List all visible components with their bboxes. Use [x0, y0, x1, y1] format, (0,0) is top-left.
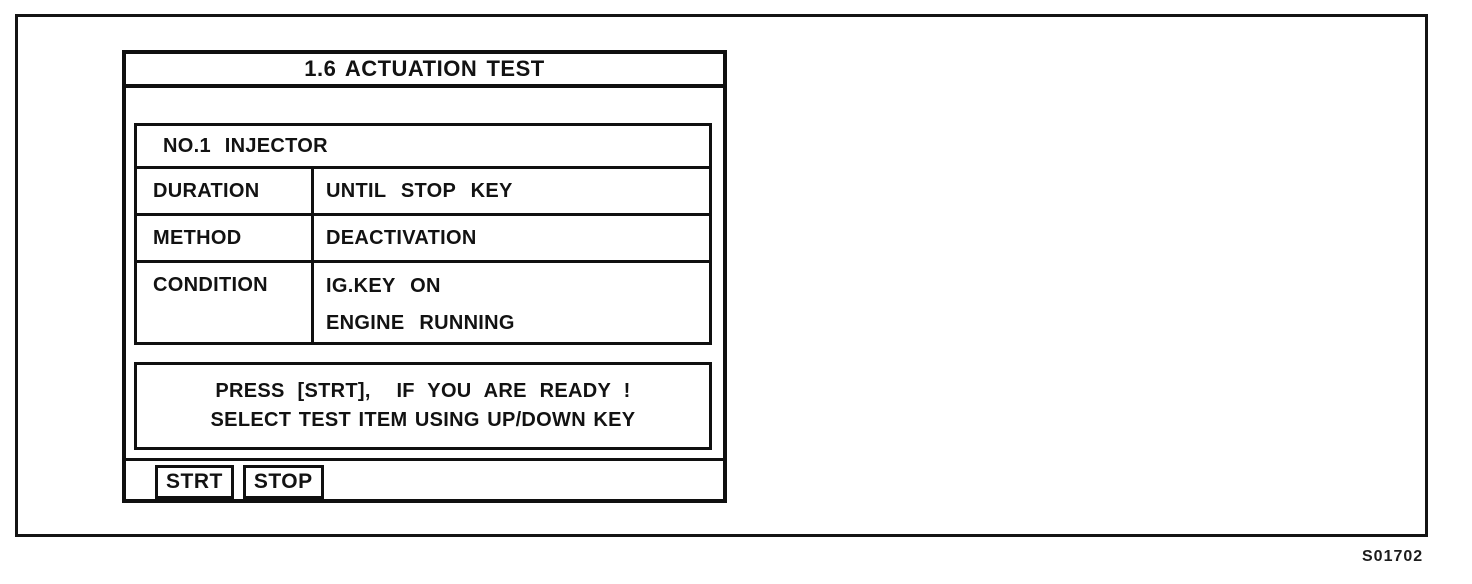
figure-code: S01702 — [1362, 548, 1424, 565]
duration-value: UNTIL STOP KEY — [326, 179, 513, 202]
prompt-message-line-2: SELECT TEST ITEM USING UP/DOWN KEY — [210, 409, 636, 431]
prompt-message-line-1: PRESS [STRT], IF YOU ARE READY ! — [215, 380, 631, 402]
prompt-message-box: PRESS [STRT], IF YOU ARE READY ! SELECT … — [134, 362, 712, 450]
test-item-name: NO.1 INJECTOR — [163, 134, 328, 157]
condition-label: CONDITION — [137, 263, 314, 342]
strt-button[interactable]: STRT — [155, 465, 234, 499]
test-item-row: NO.1 INJECTOR — [137, 126, 709, 170]
condition-value-line-1: IG.KEY ON — [326, 275, 441, 297]
duration-label: DURATION — [137, 169, 314, 214]
condition-value: IG.KEY ON ENGINE RUNNING — [314, 263, 709, 342]
condition-value-line-2: ENGINE RUNNING — [326, 312, 515, 334]
method-label: METHOD — [137, 216, 314, 260]
method-row: METHOD DEACTIVATION — [137, 216, 709, 263]
function-key-bar: STRT STOP — [126, 458, 723, 503]
method-value: DEACTIVATION — [326, 226, 477, 249]
actuation-test-screen: 1.6 ACTUATION TEST NO.1 INJECTOR DURATIO… — [122, 50, 727, 503]
screen-title: 1.6 ACTUATION TEST — [304, 56, 545, 81]
condition-row: CONDITION IG.KEY ON ENGINE RUNNING — [137, 263, 709, 342]
test-info-table: NO.1 INJECTOR DURATION UNTIL STOP KEY ME… — [134, 123, 712, 345]
stop-button[interactable]: STOP — [242, 465, 324, 499]
screen-title-bar: 1.6 ACTUATION TEST — [126, 54, 723, 88]
duration-row: DURATION UNTIL STOP KEY — [137, 169, 709, 217]
figure-frame: 1.6 ACTUATION TEST NO.1 INJECTOR DURATIO… — [15, 14, 1428, 537]
